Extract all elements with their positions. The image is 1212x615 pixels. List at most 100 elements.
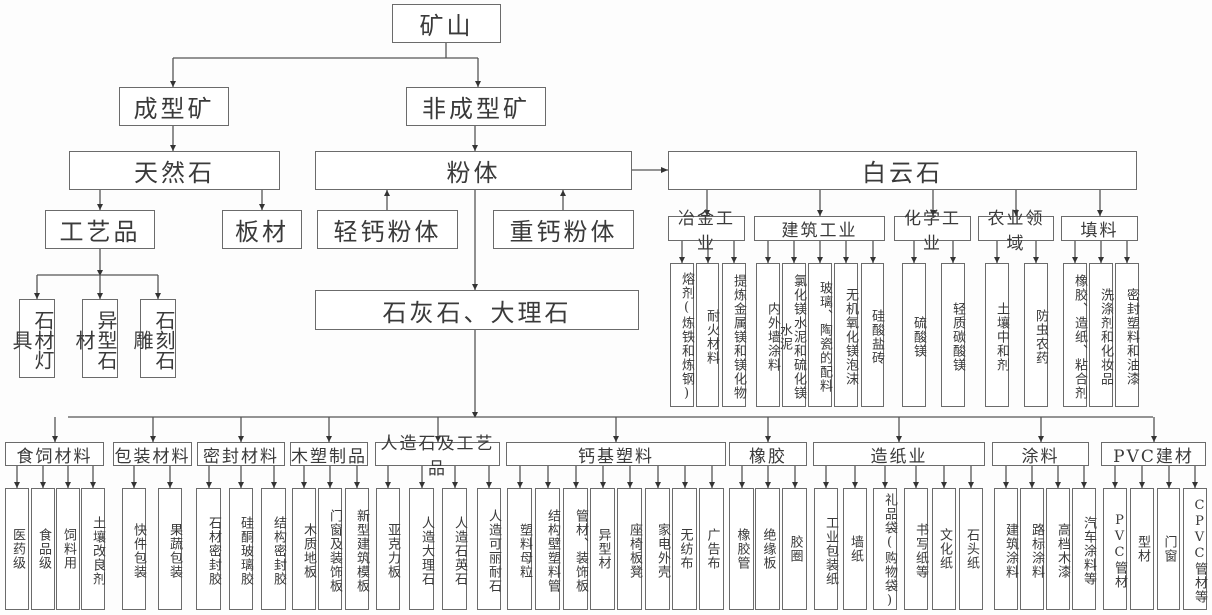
node-crafts: 工艺品 <box>45 210 155 249</box>
leaf-stone-carving: 石刻石雕 <box>130 299 176 378</box>
arrow-down-icon <box>14 482 20 488</box>
limestone-use-leaf: 型材 <box>1130 488 1154 610</box>
arrow-down-icon <box>765 482 771 488</box>
arrow-down-icon <box>573 482 579 488</box>
arrow-down-icon <box>1151 436 1157 442</box>
arrow-down-icon <box>731 257 737 263</box>
arrow-down-icon <box>97 293 103 299</box>
arrow-down-icon <box>709 482 715 488</box>
limestone-use-leaf: 橡胶管 <box>729 488 754 610</box>
dolomite-group: 冶金工业 <box>668 209 745 254</box>
arrow-down-icon <box>1098 257 1104 263</box>
dolomite-use-leaf: 无机氧化镁泡沫 <box>834 263 858 407</box>
arrow-down-icon <box>823 482 829 488</box>
arrow-down-icon <box>170 145 176 151</box>
arrow-down-icon <box>1139 482 1145 488</box>
limestone-use-leaf: 管材、装饰板 <box>563 488 588 610</box>
arrow-down-icon <box>475 81 481 87</box>
dolomite-use-leaf: 硫酸镁 <box>902 263 926 407</box>
limestone-use-leaf: 石材密封胶 <box>196 488 221 610</box>
arrow-down-icon <box>792 482 798 488</box>
arrow-down-icon <box>1055 482 1061 488</box>
dolomite-use-leaf: 轻质碳酸镁 <box>941 263 965 407</box>
arrow-down-icon <box>968 482 974 488</box>
arrow-down-icon <box>97 270 103 276</box>
arrow-down-icon <box>472 145 478 151</box>
arrow-down-icon <box>941 482 947 488</box>
arrow-down-icon <box>911 257 917 263</box>
arrow-down-icon <box>1013 210 1019 216</box>
node-powder: 粉体 <box>315 151 632 190</box>
arrow-down-icon <box>704 210 710 216</box>
limestone-use-leaf: 汽车涂料等 <box>1072 488 1096 610</box>
arrow-down-icon <box>600 482 606 488</box>
arrow-down-icon <box>40 482 46 488</box>
limestone-use-leaf: 人造可丽耐石 <box>477 488 501 610</box>
arrow-right-icon <box>661 167 668 173</box>
leaf-shaped-stone: 异型石材 <box>72 299 118 378</box>
arrow-down-icon <box>817 257 823 263</box>
limestone-use-leaf: 礼品袋(购物袋) <box>873 488 897 610</box>
limestone-use-group: 造纸业 <box>813 442 985 467</box>
limestone-use-leaf: 硅酮玻璃胶 <box>229 488 253 610</box>
node-light-calcium-powder: 轻钙粉体 <box>317 210 458 249</box>
arrow-down-icon <box>882 482 888 488</box>
arrow-down-icon <box>472 284 478 290</box>
node-unformed-ore: 非成型矿 <box>406 87 546 126</box>
arrow-down-icon <box>791 257 797 263</box>
arrow-down-icon <box>765 436 771 442</box>
arrow-down-icon <box>843 257 849 263</box>
arrow-down-icon <box>385 482 391 488</box>
arrow-down-icon <box>486 482 492 488</box>
arrow-down-icon <box>52 436 58 442</box>
limestone-use-group: 包装材料 <box>113 442 192 467</box>
dolomite-use-leaf: 防虫农药 <box>1024 263 1048 407</box>
dolomite-use-leaf: 洗涤剂和化妆品 <box>1089 263 1113 407</box>
arrow-down-icon <box>259 204 265 210</box>
limestone-use-leaf: 门窗 <box>1157 488 1180 610</box>
dolomite-group: 填料 <box>1061 216 1138 241</box>
dolomite-use-leaf: 熔剂(炼铁和炼钢) <box>670 263 694 407</box>
arrow-down-icon <box>206 482 212 488</box>
arrow-down-icon <box>472 412 478 418</box>
dolomite-use-leaf: 耐火材料 <box>696 263 719 407</box>
arrow-down-icon <box>1029 482 1035 488</box>
arrow-down-icon <box>1112 482 1118 488</box>
dolomite-use-leaf: 土壤中和剂 <box>985 263 1009 407</box>
limestone-use-leaf: 广告布 <box>699 488 724 610</box>
limestone-use-group: 木塑制品 <box>290 442 368 467</box>
arrow-down-icon <box>155 293 161 299</box>
arrow-down-icon <box>271 482 277 488</box>
limestone-use-group: 人造石及工艺品 <box>375 434 500 479</box>
dolomite-group: 建筑工业 <box>754 216 885 241</box>
dolomite-use-leaf: 密封塑料和油漆 <box>1115 263 1139 407</box>
arrow-down-icon <box>1166 482 1172 488</box>
arrow-down-icon <box>452 482 458 488</box>
limestone-use-leaf: 果蔬包装 <box>158 488 182 610</box>
arrow-down-icon <box>238 482 244 488</box>
dolomite-use-leaf: 提炼金属镁和镁化物 <box>722 263 746 407</box>
arrow-down-icon <box>705 257 711 263</box>
limestone-use-leaf: 饲料用 <box>56 488 80 610</box>
limestone-use-leaf: 亚克力板 <box>376 488 400 610</box>
limestone-use-leaf: 高档木漆 <box>1046 488 1070 610</box>
limestone-use-leaf: 异型材 <box>590 488 615 610</box>
limestone-use-leaf: 门窗及装饰板 <box>318 488 342 610</box>
arrow-down-icon <box>150 436 156 442</box>
arrow-down-icon <box>419 482 425 488</box>
arrow-down-icon <box>1003 482 1009 488</box>
arrow-down-icon <box>65 482 71 488</box>
arrow-down-icon <box>545 482 551 488</box>
arrow-down-icon <box>870 257 876 263</box>
arrow-down-icon <box>1038 436 1044 442</box>
limestone-use-leaf: 土壤改良剂 <box>81 488 105 610</box>
node-heavy-calcium-powder: 重钙粉体 <box>493 210 634 249</box>
limestone-use-leaf: 塑料母粒 <box>507 488 532 610</box>
node-mine: 矿山 <box>392 4 501 43</box>
limestone-use-leaf: 医药级 <box>5 488 29 610</box>
arrow-down-icon <box>354 482 360 488</box>
arrow-down-icon <box>131 482 137 488</box>
arrow-down-icon <box>817 210 823 216</box>
arrow-down-icon <box>97 204 103 210</box>
